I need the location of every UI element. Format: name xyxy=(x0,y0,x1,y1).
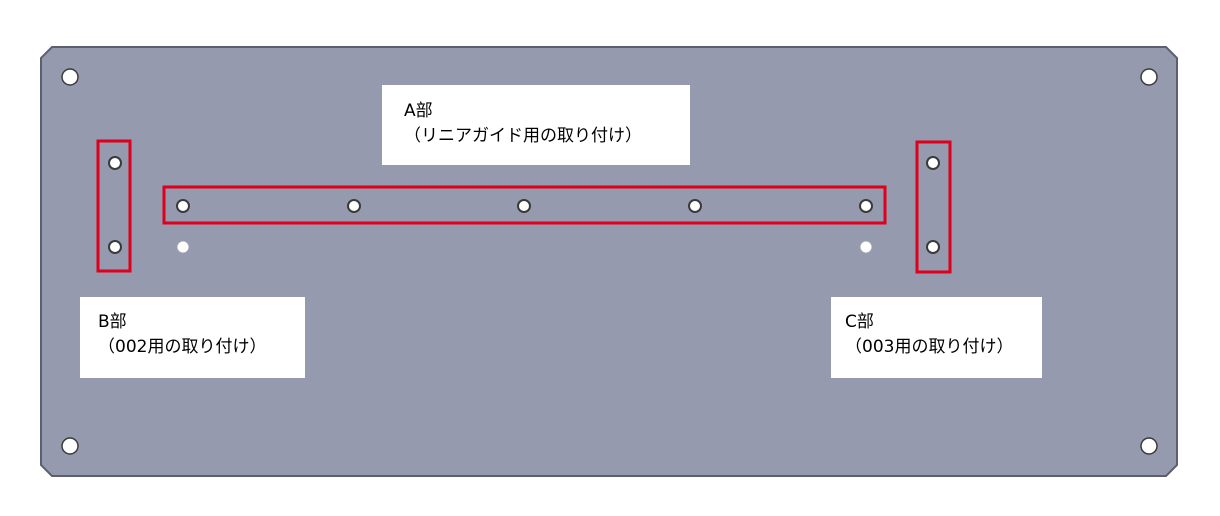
small-hole-right xyxy=(859,240,873,254)
small-hole-left xyxy=(176,240,190,254)
corner-hole-bottom-right xyxy=(1140,437,1158,455)
corner-hole-top-right xyxy=(1140,68,1158,86)
b-hole-bottom xyxy=(108,240,122,254)
c-hole-bottom xyxy=(926,240,940,254)
label-b-subtitle: （002用の取り付け） xyxy=(98,337,267,357)
label-a: A部 （リニアガイド用の取り付け） xyxy=(382,85,690,165)
c-hole-top xyxy=(926,156,940,170)
label-b: B部 （002用の取り付け） xyxy=(80,297,305,378)
label-c-title: C部 xyxy=(845,312,874,332)
label-c: C部 （003用の取り付け） xyxy=(831,297,1042,378)
label-a-title: A部 xyxy=(404,101,433,121)
corner-hole-bottom-left xyxy=(61,437,79,455)
label-a-subtitle: （リニアガイド用の取り付け） xyxy=(404,126,642,146)
a-hole-1 xyxy=(176,199,190,213)
a-hole-3 xyxy=(517,199,531,213)
b-hole-top xyxy=(108,156,122,170)
a-hole-2 xyxy=(347,199,361,213)
highlight-box-a xyxy=(162,185,887,225)
label-c-subtitle: （003用の取り付け） xyxy=(845,337,1014,357)
corner-hole-top-left xyxy=(61,68,79,86)
a-hole-4 xyxy=(688,199,702,213)
label-b-title: B部 xyxy=(98,312,127,332)
a-hole-5 xyxy=(859,199,873,213)
highlight-box-b xyxy=(96,139,132,273)
highlight-box-c xyxy=(915,140,952,274)
